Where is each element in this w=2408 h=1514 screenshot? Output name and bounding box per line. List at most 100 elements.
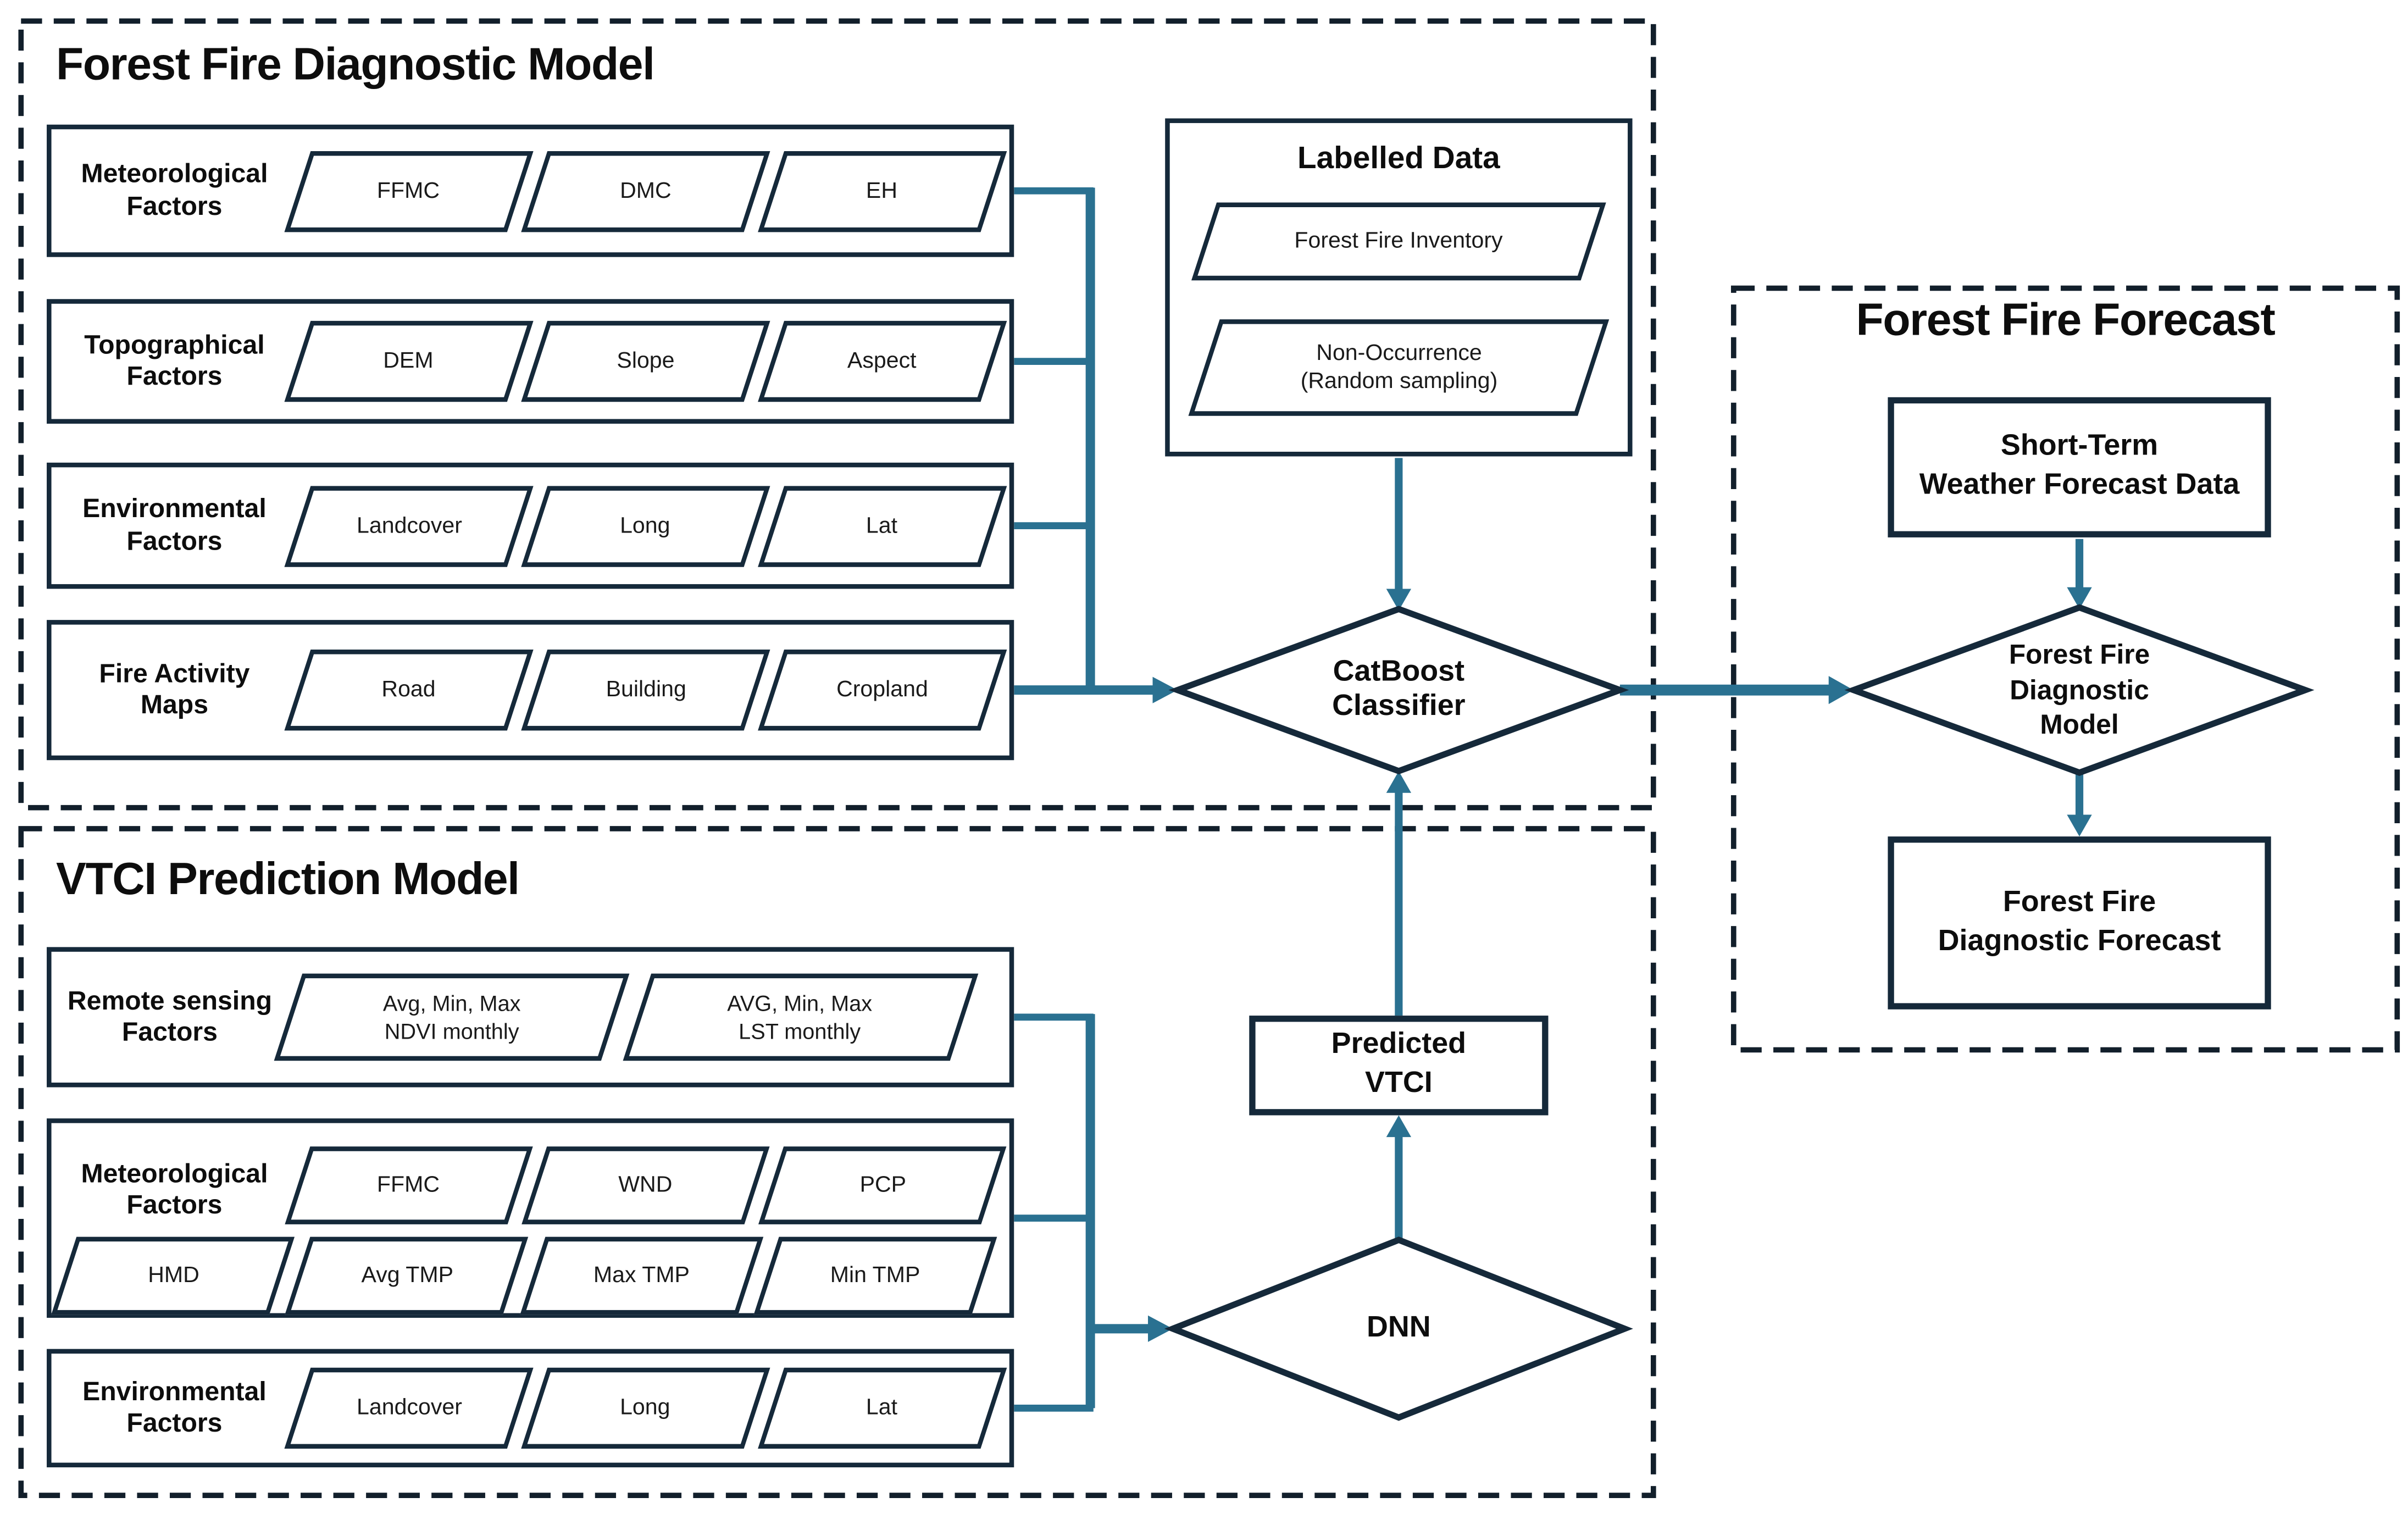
pgram-label: DEM (384, 348, 434, 374)
arrowhead-dnn-to-predicted (1386, 1115, 1412, 1138)
factor-row-vtci-meteorological: Meteorological Factors FFMC WND PCP HMD … (47, 1118, 1014, 1318)
pgram-label: AVG, Min, Max LST monthly (726, 990, 872, 1042)
factor-items: FFMC DMC EH (284, 129, 1007, 252)
pgram-label: Non-Occurrence (Random sampling) (1300, 341, 1497, 395)
pgram-label: Lat (867, 1395, 898, 1421)
factor-row-label: Topographical Factors (84, 330, 265, 391)
pgram-label: Building (605, 677, 686, 703)
diagnostic-forecast-box: Forest Fire Diagnostic Forecast (1888, 836, 2271, 1010)
factor-row-environmental: Environmental Factors Landcover Long Lat (47, 462, 1014, 589)
pgram-label: Aspect (847, 348, 917, 374)
pgram-label: Cropland (836, 677, 929, 703)
pgram-lst-monthly: AVG, Min, Max LST monthly (622, 973, 977, 1061)
pgram-road: Road (284, 649, 534, 731)
factor-row-topographical: Topographical Factors DEM Slope Aspect (47, 299, 1014, 424)
pgram-label: Slope (617, 348, 675, 374)
pgram-long-1: Long (521, 485, 770, 567)
factor-row-label: Meteorological Factors (81, 1158, 268, 1220)
pgram-forest-fire-inventory: Forest Fire Inventory (1191, 202, 1606, 281)
forecast-model-diamond: Forest Fire Diagnostic Model (2008, 639, 2150, 740)
pgram-label: Road (381, 677, 436, 703)
pgram-label: FFMC (377, 178, 441, 203)
vtci-section-title: VTCI Prediction Model (56, 855, 520, 905)
pgram-long-2: Long (521, 1367, 770, 1449)
factor-items: Landcover Long Lat (284, 1354, 1007, 1462)
pgram-cropland: Cropland (758, 649, 1007, 731)
pgram-dem: DEM (284, 320, 534, 402)
pgram-lat-2: Lat (758, 1367, 1007, 1449)
pgram-avg-tmp: Avg TMP (285, 1236, 529, 1315)
short-term-weather-box: Short-Term Weather Forecast Data (1888, 397, 2271, 537)
pgram-dmc: DMC (521, 150, 770, 231)
pgram-label: Forest Fire Inventory (1294, 229, 1503, 254)
dnn-diamond-shape (1164, 1236, 1633, 1421)
factor-row-label: Environmental Factors (82, 1377, 267, 1438)
pgram-label: EH (867, 178, 898, 203)
pgram-label: HMD (147, 1263, 199, 1288)
catboost-classifier-diamond: CatBoost Classifier (1332, 656, 1466, 723)
pgram-hmd: HMD (51, 1236, 295, 1315)
pgram-landcover-2: Landcover (284, 1367, 534, 1449)
pgram-label: PCP (859, 1173, 906, 1198)
arrowhead-labelled-to-catboost (1386, 589, 1412, 611)
factor-row-meteorological: Meteorological Factors FFMC DMC EH (47, 124, 1014, 257)
factor-row-label: Remote sensing Factors (67, 986, 273, 1047)
pgram-label: DMC (620, 178, 672, 203)
pgram-building: Building (521, 649, 770, 731)
pgram-max-tmp: Max TMP (519, 1236, 763, 1315)
factor-items: DEM Slope Aspect (284, 304, 1007, 419)
predicted-vtci-box: Predicted VTCI (1249, 1016, 1549, 1116)
pgram-eh: EH (758, 150, 1007, 231)
factor-items: Landcover Long Lat (284, 467, 1007, 584)
factor-row-vtci-environmental: Environmental Factors Landcover Long Lat (47, 1349, 1014, 1468)
factor-items: Avg, Min, Max NDVI monthly AVG, Min, Max… (274, 952, 977, 1083)
pgram-label: Avg, Min, Max NDVI monthly (382, 990, 520, 1042)
pgram-label: Avg TMP (361, 1263, 453, 1288)
arrowhead-catboost-to-forecast (1828, 676, 1854, 705)
pgram-ffmc-vtci: FFMC (285, 1146, 533, 1224)
labelled-data-box: Labelled Data Forest Fire Inventory Non-… (1165, 118, 1633, 457)
dashed-border-vtci-section (18, 826, 1656, 1498)
factor-items: Road Building Cropland (284, 625, 1007, 756)
factor-row-label: Environmental Factors (82, 494, 267, 556)
pgram-label: WND (618, 1173, 673, 1198)
labelled-data-title: Labelled Data (1297, 141, 1500, 176)
arrowhead-to-catboost (1152, 676, 1178, 703)
pgram-label: Max TMP (593, 1263, 690, 1288)
arrowhead-to-dnn (1148, 1315, 1173, 1342)
arrowhead-weather-to-model (2067, 587, 2092, 609)
arrowhead-predicted-to-catboost (1386, 771, 1412, 793)
pgram-landcover-1: Landcover (284, 485, 534, 567)
dashed-border-forecast-section (1730, 285, 2400, 1053)
forecast-model-diamond-shape (1844, 604, 2315, 776)
factor-row-remote-sensing: Remote sensing Factors Avg, Min, Max NDV… (47, 947, 1014, 1088)
pgram-non-occurrence: Non-Occurrence (Random sampling) (1188, 319, 1610, 416)
pgram-label: Landcover (356, 513, 462, 539)
factor-row-label: Fire Activity Maps (99, 658, 250, 720)
pgram-pcp: PCP (758, 1146, 1007, 1224)
factor-row-label: Meteorological Factors (81, 159, 268, 221)
pgram-ndvi-monthly: Avg, Min, Max NDVI monthly (274, 973, 629, 1061)
catboost-diamond-shape (1168, 606, 1629, 775)
pgram-ffmc: FFMC (284, 150, 534, 231)
pgram-label: Long (620, 1395, 671, 1421)
factor-items: HMD Avg TMP Max TMP Min TMP (51, 1235, 997, 1316)
pgram-slope: Slope (521, 320, 770, 402)
pgram-label: Min TMP (830, 1263, 920, 1288)
dnn-diamond: DNN (1367, 1311, 1431, 1345)
pgram-label: FFMC (377, 1173, 441, 1198)
factor-row-fire-activity: Fire Activity Maps Road Building Croplan… (47, 620, 1014, 761)
diagnostic-section-title: Forest Fire Diagnostic Model (56, 40, 655, 91)
pgram-label: Lat (867, 513, 898, 539)
pgram-wnd: WND (521, 1146, 770, 1224)
pgram-label: Long (620, 513, 671, 539)
pgram-aspect: Aspect (758, 320, 1007, 402)
forecast-section-title: Forest Fire Forecast (1856, 296, 2276, 346)
pgram-label: Landcover (356, 1395, 462, 1421)
pgram-lat-1: Lat (758, 485, 1007, 567)
pgram-min-tmp: Min TMP (753, 1236, 997, 1315)
factor-items: FFMC WND PCP (285, 1145, 1007, 1225)
